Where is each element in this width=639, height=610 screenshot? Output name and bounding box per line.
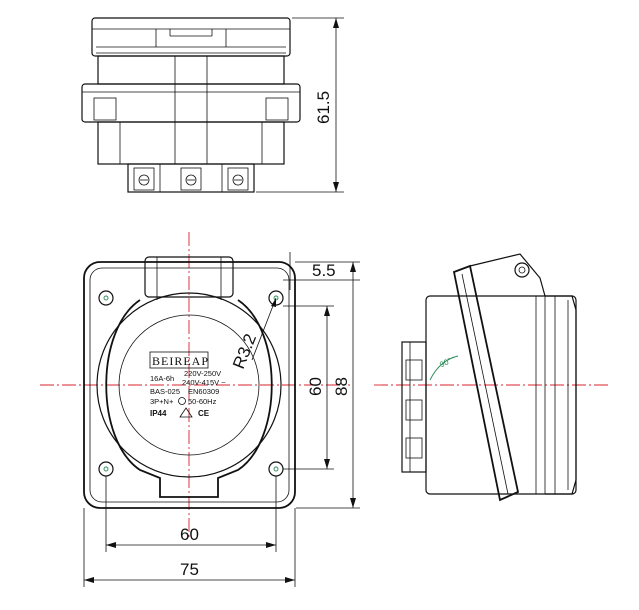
lid-outline: [105, 299, 273, 498]
dim-corner-offset: 5.5: [312, 261, 336, 280]
hinge-arm: [469, 253, 546, 297]
label-line1-right: 220V-250V: [184, 369, 221, 378]
top-cap: [91, 17, 291, 57]
label-line4-left: 3P+N+: [150, 397, 174, 406]
right-latch: [265, 97, 289, 121]
label-line3-left: BAS-025: [150, 387, 180, 396]
ip-rating: IP44: [150, 409, 167, 418]
brand-name: BEIREAP: [152, 354, 209, 368]
lid-circle-inner: [118, 314, 260, 456]
top-body-lower: [97, 121, 285, 165]
terminal-block: [127, 163, 255, 193]
inclined-lid: [452, 264, 520, 502]
side-body: [425, 295, 577, 495]
front-view: BEIREAP 16A-6h 220V-250V 240V-415V ~ BAS…: [40, 232, 360, 587]
top-flange: [81, 83, 301, 123]
socket-label: BEIREAP 16A-6h 220V-250V 240V-415V ~ BAS…: [149, 351, 226, 418]
hinge: [144, 256, 234, 298]
label-line2: 240V-415V ~: [182, 378, 226, 387]
hole-top-left: [98, 290, 114, 306]
lid-circle-outer: [96, 292, 282, 478]
dim-total-width: 75: [180, 560, 199, 579]
angle-arc: [429, 355, 459, 381]
hinge-pin: [514, 262, 530, 278]
label-line4-right: 50-60Hz: [188, 397, 217, 406]
top-view: 61.5: [81, 17, 344, 193]
earth-symbol-icon: [178, 397, 186, 405]
ce-mark: CE: [198, 409, 210, 418]
top-body-upper: [97, 55, 285, 85]
dim-total-height: 88: [332, 377, 351, 396]
left-latch: [93, 97, 117, 121]
front-plate: [83, 261, 296, 509]
side-terminals: [401, 341, 427, 473]
side-view: 90°: [374, 253, 610, 502]
hole-bottom-left: [98, 461, 114, 477]
warning-triangle-icon: [179, 407, 193, 418]
label-line1-left: 16A-6h: [150, 374, 174, 383]
dim-hole-spacing-vertical: 60: [306, 377, 325, 396]
label-line3-right: EN60309: [188, 387, 219, 396]
dim-hole-spacing-horizontal: 60: [180, 525, 199, 544]
hole-bottom-right: [268, 461, 284, 477]
dim-top-height: 61.5: [314, 91, 333, 124]
